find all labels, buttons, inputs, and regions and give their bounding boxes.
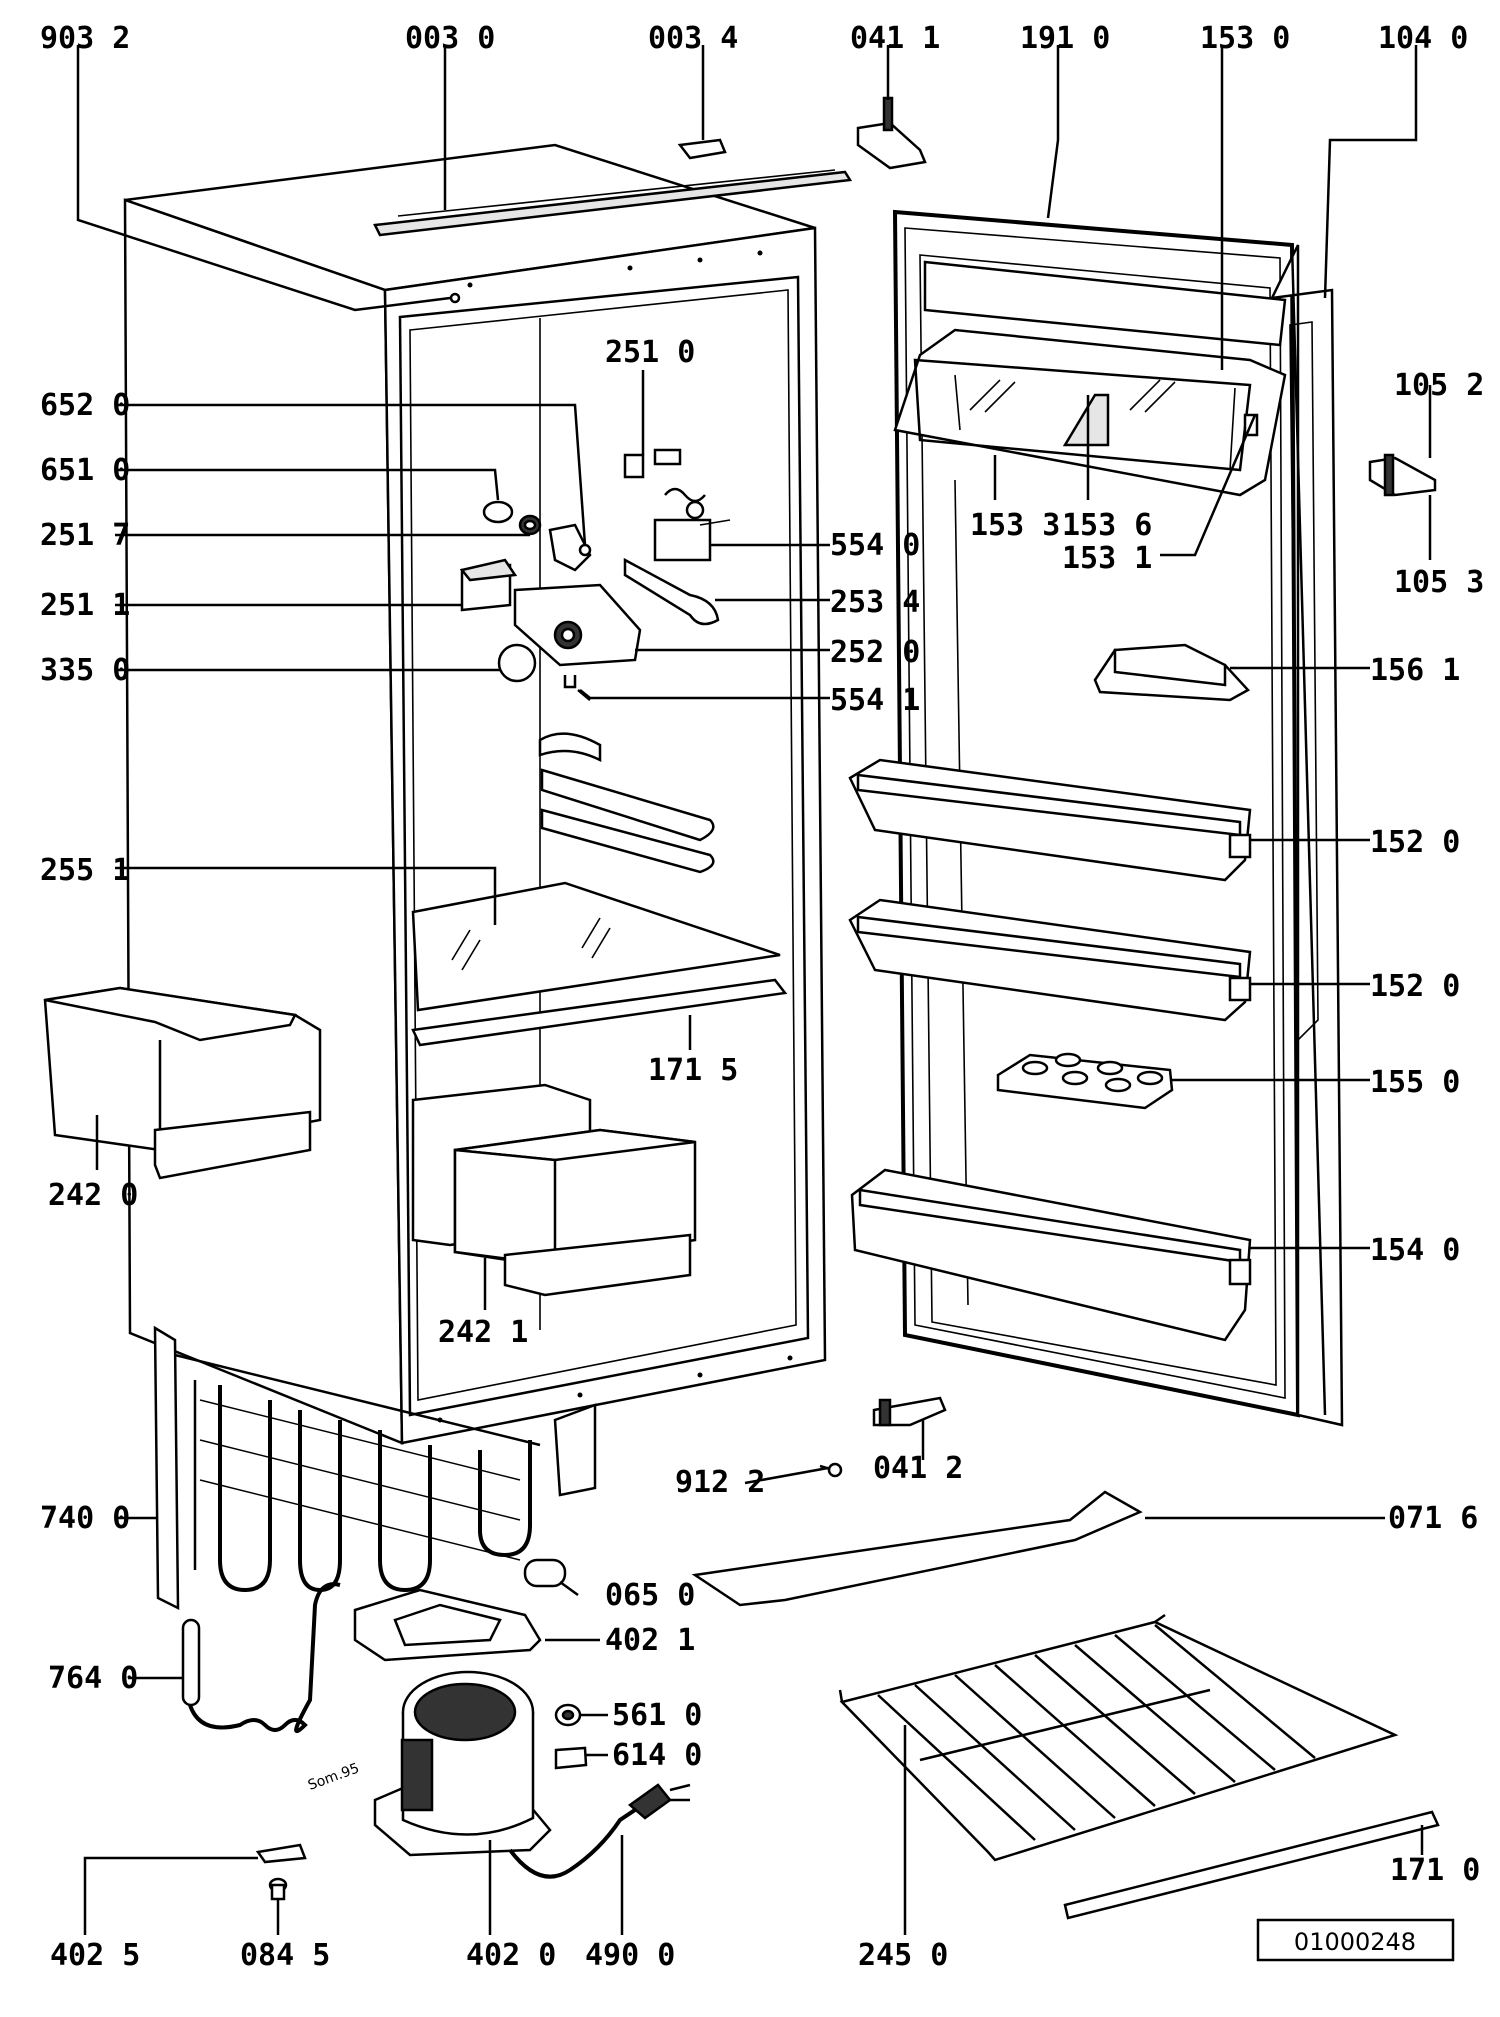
callout-071-6: 071 6 <box>1388 1501 1478 1536</box>
callout-490-0: 490 0 <box>585 1938 675 1973</box>
callout-245-0: 245 0 <box>858 1938 948 1973</box>
callout-003-0: 003 0 <box>405 21 495 56</box>
callout-251-0: 251 0 <box>605 335 695 370</box>
thermostat-assembly <box>459 448 731 701</box>
callout-614-0: 614 0 <box>612 1738 702 1773</box>
plinth-strip <box>691 1490 1143 1607</box>
wire-shelf <box>838 1613 1399 1862</box>
crisper-drawer-outer <box>43 986 322 1180</box>
callout-104-0: 104 0 <box>1378 21 1468 56</box>
drawing-number-box: 01000248 <box>1256 1918 1455 1962</box>
callout-labels: 903 2 003 0 003 4 041 1 191 0 153 0 104 … <box>40 21 1484 1973</box>
compressor-bracket <box>353 1588 542 1662</box>
door <box>848 209 1344 1427</box>
callout-191-0: 191 0 <box>1020 21 1110 56</box>
callout-764-0: 764 0 <box>48 1661 138 1696</box>
start-relay <box>554 1703 582 1727</box>
bottle-shelf <box>850 1168 1252 1342</box>
egg-tray <box>996 1052 1174 1110</box>
callout-561-0: 561 0 <box>612 1698 702 1733</box>
screw <box>449 292 461 304</box>
power-cord <box>508 1783 691 1879</box>
callout-402-0: 402 0 <box>466 1938 556 1973</box>
shelf-front-trim <box>1063 1810 1440 1920</box>
callout-171-0: 171 0 <box>1390 1853 1480 1888</box>
callout-912-2: 912 2 <box>675 1465 765 1500</box>
condenser <box>153 1325 597 1611</box>
callout-153-6: 153 6 <box>1062 508 1152 543</box>
callout-153-0: 153 0 <box>1200 21 1290 56</box>
callout-155-0: 155 0 <box>1370 1065 1460 1100</box>
callout-251-7: 251 7 <box>40 518 130 553</box>
drawing-number: 01000248 <box>1294 1928 1416 1956</box>
clip-402-5 <box>255 1843 307 1864</box>
door-hinge-bracket <box>1368 453 1437 497</box>
callout-065-0: 065 0 <box>605 1578 695 1613</box>
filter-dryer <box>181 1582 341 1733</box>
date-stamp: Som.95 <box>306 1760 362 1793</box>
door-shelf-upper <box>848 758 1252 882</box>
callout-255-1: 255 1 <box>40 853 130 888</box>
callout-171-5: 171 5 <box>648 1053 738 1088</box>
door-shelf-lower <box>848 898 1252 1022</box>
compressor <box>373 1670 552 1857</box>
callout-253-4: 253 4 <box>830 585 920 620</box>
callout-252-0: 252 0 <box>830 635 920 670</box>
callout-554-1: 554 1 <box>830 683 920 718</box>
top-hinge <box>856 96 927 170</box>
light-bulb <box>497 643 537 683</box>
callout-154-0: 154 0 <box>1370 1233 1460 1268</box>
callout-242-0: 242 0 <box>48 1178 138 1213</box>
callout-156-1: 156 1 <box>1370 653 1460 688</box>
screw-912 <box>819 1462 843 1478</box>
callout-153-3: 153 3 <box>970 508 1060 543</box>
callout-651-0: 651 0 <box>40 453 130 488</box>
callout-402-5: 402 5 <box>50 1938 140 1973</box>
callout-402-1: 402 1 <box>605 1623 695 1658</box>
callout-242-1: 242 1 <box>438 1315 528 1350</box>
overload-protector <box>554 1746 588 1770</box>
butter-dish <box>1093 643 1250 702</box>
callout-003-4: 003 4 <box>648 21 738 56</box>
glass-shelf <box>411 881 781 1012</box>
callout-903-2: 903 2 <box>40 21 130 56</box>
callout-153-1: 153 1 <box>1062 541 1152 576</box>
dairy-compartment <box>893 260 1287 497</box>
callout-251-1: 251 1 <box>40 588 130 623</box>
top-trim-strip <box>373 170 853 237</box>
callout-041-2: 041 2 <box>873 1451 963 1486</box>
callout-152-0-upper: 152 0 <box>1370 825 1460 860</box>
bottom-hinge <box>872 1396 947 1427</box>
callout-335-0: 335 0 <box>40 653 130 688</box>
grommet-084-5 <box>268 1877 288 1901</box>
callout-740-0: 740 0 <box>40 1501 130 1536</box>
cabinet-interior <box>411 448 788 1297</box>
callout-105-3: 105 3 <box>1394 565 1484 600</box>
callout-554-0: 554 0 <box>830 528 920 563</box>
hinge-cap <box>677 138 727 160</box>
callout-105-2: 105 2 <box>1394 368 1484 403</box>
callout-652-0: 652 0 <box>40 388 130 423</box>
callout-152-0-lower: 152 0 <box>1370 969 1460 1004</box>
spacer-065 <box>523 1558 567 1588</box>
leader-lines <box>76 45 1432 1935</box>
shelf-trim <box>411 978 788 1047</box>
callout-084-5: 084 5 <box>240 1938 330 1973</box>
callout-041-1: 041 1 <box>850 21 940 56</box>
crisper-drawer-inner <box>453 1128 697 1297</box>
